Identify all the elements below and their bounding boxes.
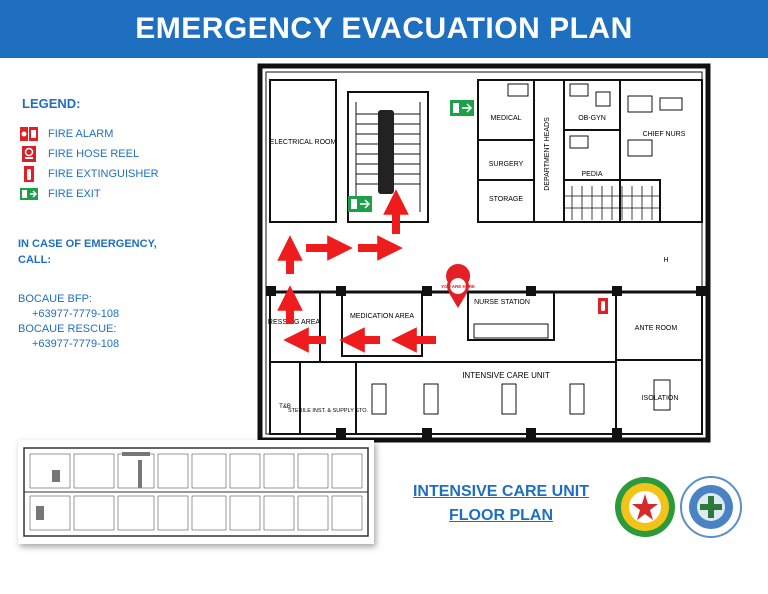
room-label: T&B (279, 404, 291, 410)
department-of-health-seal-icon (615, 477, 675, 537)
fire-exit-icon (450, 100, 474, 116)
electrical-room (269, 79, 337, 223)
pedia-grid (564, 186, 660, 220)
legend-item: FIRE EXIT (18, 184, 159, 204)
legend-item: FIRE ALARM (18, 124, 159, 144)
room-label: NURSE STATION (474, 299, 530, 306)
upper-offices (477, 79, 703, 223)
fire-extinguisher-icon (598, 298, 608, 314)
room-label: MEDICAL (490, 115, 521, 122)
page-title: EMERGENCY EVACUATION PLAN (0, 0, 768, 58)
contact-name: BOCAUE RESCUE: (18, 323, 117, 335)
icu-beds (371, 379, 671, 415)
floor-plan-title: INTENSIVE CARE UNIT FLOOR PLAN (396, 480, 606, 528)
legend-label: FIRE HOSE REEL (48, 148, 140, 160)
evacuation-arrows (277, 189, 436, 353)
stairs (355, 102, 421, 212)
room-label: INTENSIVE CARE UNIT (462, 371, 550, 380)
legend-list: FIRE ALARM FIRE HOSE REEL FIRE EXTINGUIS… (18, 124, 159, 204)
contact-name: BOCAUE BFP: (18, 293, 92, 305)
office-desks (507, 83, 683, 157)
floor-plan: ELECTRICAL ROOM MEDICAL SURGERY STORAGE (257, 63, 711, 443)
fire-alarm-icon (18, 127, 40, 141)
room-label: ISOLATION (642, 395, 679, 402)
outer-wall (257, 63, 711, 443)
room-label: STERILE INST. & SUPPLY STO. (288, 408, 369, 414)
nurse-station-desk (473, 323, 549, 339)
fire-exit-icon (348, 196, 372, 212)
legend-label: FIRE ALARM (48, 128, 114, 140)
legend-item: FIRE EXTINGUISHER (18, 164, 159, 184)
fire-hose-reel-icon (18, 146, 40, 162)
room-label: RESSING AREA (268, 319, 320, 326)
room-label: ANTE ROOM (635, 325, 678, 332)
floor-plan-title-line2: FLOOR PLAN (449, 507, 553, 524)
columns (266, 286, 706, 438)
room-label: DEPARTMENT HEADS (544, 117, 551, 191)
room-label: ELECTRICAL ROOM (270, 139, 337, 146)
room-label: PEDIA (581, 171, 602, 178)
room-label: STORAGE (489, 196, 523, 203)
fire-exit-icon (18, 188, 40, 200)
floor-plan-title-line1: INTENSIVE CARE UNIT (412, 483, 589, 500)
legend-label: FIRE EXIT (48, 188, 101, 200)
legend-item: FIRE HOSE REEL (18, 144, 159, 164)
contact-number: +63977-7779-108 (32, 308, 120, 320)
building-overview-plan (18, 440, 374, 544)
legend-label: FIRE EXTINGUISHER (48, 168, 159, 180)
emergency-heading: IN CASE OF EMERGENCY, CALL: (18, 238, 157, 266)
room-label: MEDICATION AREA (350, 313, 414, 320)
legend-title: LEGEND: (22, 96, 81, 111)
stairwell (347, 91, 429, 223)
fire-extinguisher-icon (18, 166, 40, 182)
room-label: CHIEF NURS (643, 131, 686, 138)
you-are-here-label: YOU ARE HERE (441, 284, 475, 289)
contact-number: +63977-7779-108 (32, 338, 120, 350)
room-label: SURGERY (489, 161, 524, 168)
hospital-seal-icon (680, 476, 742, 538)
room-label: H (663, 257, 668, 264)
room-label: OB-GYN (578, 115, 606, 122)
you-are-here-marker: YOU ARE HERE (441, 264, 475, 308)
emergency-contacts: BOCAUE BFP: +63977-7779-108 BOCAUE RESCU… (18, 292, 119, 352)
